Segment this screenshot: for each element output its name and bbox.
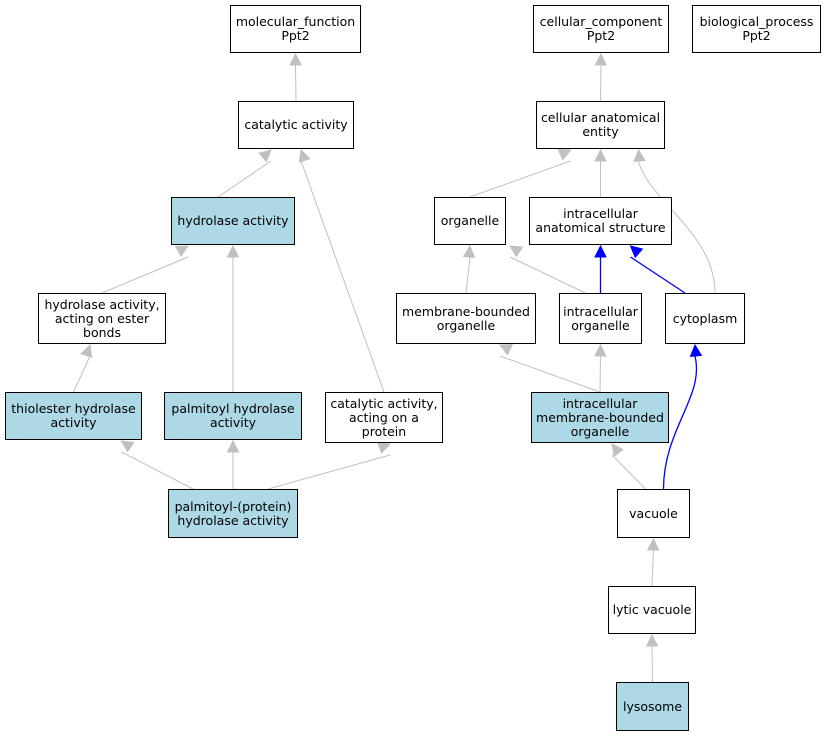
arrowhead-hydrolase_activity-to-catalytic_activity [258, 149, 272, 163]
edge-lytic_vacuole-to-vacuole [651, 549, 654, 587]
arrowhead-palmitoyl_hydrolase_activity-to-hydrolase_activity [226, 244, 240, 258]
arrowhead-hydrolase_activity_ester-to-hydrolase_activity [174, 245, 189, 258]
edge-palmitoyl_protein_hydrolase_activity-to-catalytic_activity_protein [267, 454, 391, 490]
edge-hydrolase_activity_ester-to-hydrolase_activity [101, 256, 189, 294]
node-palmitoyl-hydrolase-activity[interactable]: palmitoyl hydrolase activity [164, 392, 302, 440]
arrowhead-palmitoyl_protein_hydrolase_activity-to-thiolester_hydrolase_activity [120, 440, 135, 453]
arrowhead-lytic_vacuole-to-vacuole [646, 537, 660, 551]
edge-catalytic_activity_protein-to-catalytic_activity [300, 160, 385, 393]
node-cellular-component[interactable]: cellular_component Ppt2 [533, 5, 669, 53]
arrowhead-intracellular_organelle-to-intracellular_anatomical_structure [594, 244, 607, 258]
node-biological-process[interactable]: biological_process Ppt2 [692, 5, 821, 53]
edge-hydrolase_activity-to-catalytic_activity [217, 160, 272, 198]
node-membrane-bounded-organelle[interactable]: membrane-bounded organelle [396, 293, 536, 344]
arrowhead-intracellular_organelle-to-organelle [509, 245, 524, 258]
node-catalytic-activity[interactable]: catalytic activity [238, 101, 354, 149]
node-cellular-anatomical-entity[interactable]: cellular anatomical entity [536, 101, 665, 149]
arrowhead-thiolester_hydrolase_activity-to-hydrolase_activity_ester [80, 343, 93, 358]
edge-vacuole-to-intracellular_membrane_bounded_organelle [611, 454, 646, 490]
arrowhead-palmitoyl_protein_hydrolase_activity-to-catalytic_activity_protein [377, 442, 392, 454]
node-lysosome[interactable]: lysosome [616, 682, 689, 731]
node-palmitoyl-protein-hydrolase-activity[interactable]: palmitoyl-(protein) hydrolase activity [168, 489, 298, 538]
arrowhead-catalytic_activity-to-molecular_function [289, 52, 302, 66]
arrowhead-intracellular_membrane_bounded_organelle-to-intracellular_organelle [594, 343, 607, 357]
arrowhead-catalytic_activity_protein-to-catalytic_activity [298, 148, 311, 163]
node-vacuole[interactable]: vacuole [617, 489, 690, 538]
edge-cellular_anatomical_entity-to-cellular_component [600, 64, 602, 102]
edge-organelle-to-cellular_anatomical_entity [469, 160, 571, 198]
edge-vacuole-to-cytoplasm [662, 355, 698, 490]
arrowhead-membrane_bounded_organelle-to-organelle [462, 244, 476, 258]
arrowhead-vacuole-to-intracellular_membrane_bounded_organelle [611, 443, 624, 457]
arrowhead-palmitoyl_protein_hydrolase_activity-to-palmitoyl_hydrolase_activity [226, 439, 240, 453]
edge-thiolester_hydrolase_activity-to-hydrolase_activity_ester [73, 355, 91, 393]
node-hydrolase-activity-ester-bonds[interactable]: hydrolase activity, acting on ester bond… [38, 293, 166, 344]
node-cytoplasm[interactable]: cytoplasm [665, 293, 745, 344]
node-intracellular-membrane-bounded-organelle[interactable]: intracellular membrane-bounded organelle [531, 392, 669, 443]
node-intracellular-anatomical-structure[interactable]: intracellular anatomical structure [529, 197, 672, 245]
edge-lysosome-to-lytic_vacuole [651, 645, 653, 683]
arrowhead-cytoplasm-to-cellular_anatomical_entity [633, 148, 646, 163]
edge-palmitoyl_protein_hydrolase_activity-to-thiolester_hydrolase_activity [121, 451, 194, 490]
node-hydrolase-activity[interactable]: hydrolase activity [171, 197, 295, 245]
edge-cytoplasm-to-intracellular_anatomical_structure [630, 256, 686, 294]
node-lytic-vacuole[interactable]: lytic vacuole [608, 586, 696, 634]
node-molecular-function[interactable]: molecular_function Ppt2 [230, 5, 361, 53]
arrowhead-vacuole-to-cytoplasm [689, 343, 703, 358]
edge-membrane_bounded_organelle-to-organelle [465, 256, 471, 294]
node-thiolester-hydrolase-activity[interactable]: thiolester hydrolase activity [5, 392, 142, 440]
arrowhead-cellular_anatomical_entity-to-cellular_component [594, 52, 608, 66]
arrowhead-lysosome-to-lytic_vacuole [645, 633, 659, 647]
arrowhead-intracellular_anatomical_structure-to-cellular_anatomical_entity [594, 148, 607, 162]
edge-intracellular_organelle-to-organelle [509, 256, 586, 294]
node-intracellular-organelle[interactable]: intracellular organelle [559, 293, 642, 344]
edge-intracellular_membrane_bounded_organelle-to-membrane_bounded_organelle [499, 355, 601, 393]
arrowhead-intracellular_membrane_bounded_organelle-to-membrane_bounded_organelle [498, 344, 514, 356]
edge-intracellular_membrane_bounded_organelle-to-intracellular_organelle [599, 355, 601, 393]
node-organelle[interactable]: organelle [434, 197, 506, 245]
arrowhead-organelle-to-cellular_anatomical_entity [557, 149, 572, 161]
edge-cytoplasm-to-cellular_anatomical_entity [638, 160, 716, 294]
edge-catalytic_activity-to-molecular_function [295, 64, 297, 102]
arrowhead-cytoplasm-to-intracellular_anatomical_structure [629, 245, 644, 259]
node-catalytic-activity-acting-on-protein[interactable]: catalytic activity, acting on a protein [325, 392, 443, 443]
